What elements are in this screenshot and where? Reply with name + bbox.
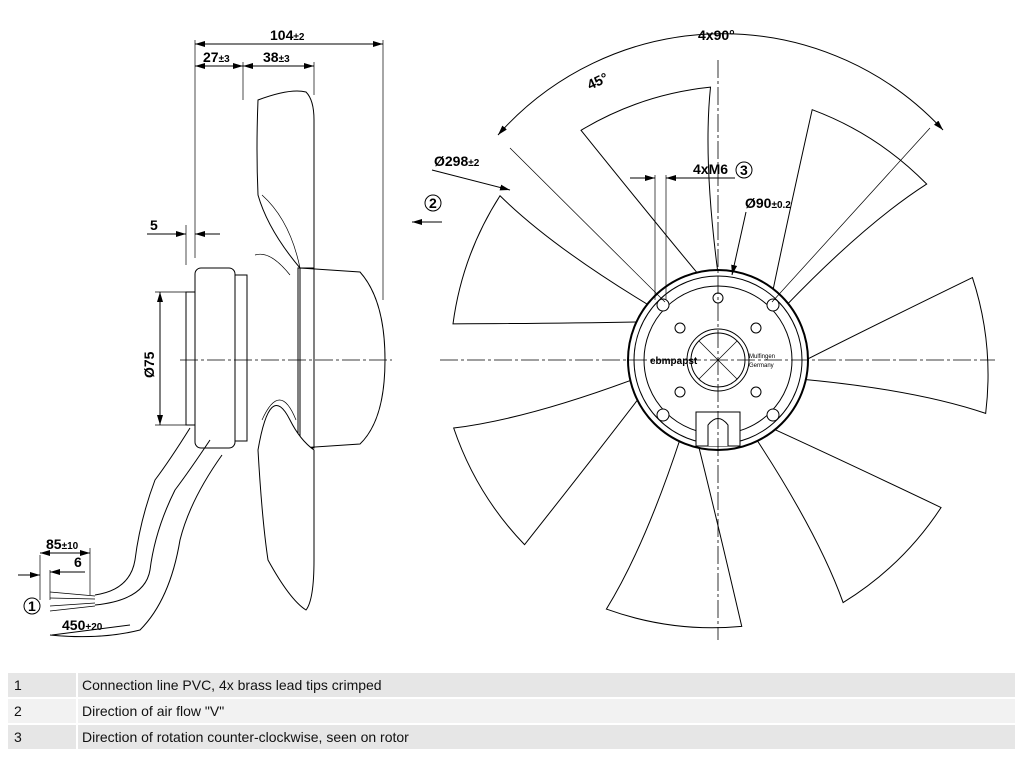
hub-hole [674,386,686,398]
hub-hole [750,322,762,334]
dim-27: 27±3 [203,49,230,65]
dim-4xM6: 4xM6 [693,161,728,177]
impeller-blades [452,86,989,629]
m6-thread-hole [656,408,670,422]
front-view: ebmpapst Mulfingen Germany 4x90° 45° Ø29… [412,27,995,640]
hub-hole [750,386,762,398]
blade [770,109,928,307]
blade [754,424,942,604]
side-view: 104±2 27±3 38±3 5 Ø75 [18,27,392,638]
dim-104: 104±2 [270,27,305,43]
technical-drawing: 104±2 27±3 38±3 5 Ø75 [18,27,995,640]
cable [94,427,191,596]
marker-3 [735,161,753,179]
dim-dia75: Ø75 [141,351,157,378]
marker-2 [424,194,442,212]
m6-thread-hole [656,298,670,312]
dim-85: 85±10 [46,536,79,552]
blade [797,276,989,415]
svg-text:2: 2 [429,195,437,211]
side-blade-bottom [257,405,315,611]
dim-38: 38±3 [263,49,290,65]
side-blade-top [256,90,315,269]
dim-6: 6 [74,554,82,570]
blade [580,86,719,282]
dim-4x90: 4x90° [698,27,735,43]
dim-450: 450+20 [62,617,103,633]
hub-text-mulfingen: Mulfingen [749,354,775,360]
blade [605,436,743,629]
marker-1 [23,597,41,615]
svg-text:1: 1 [28,598,36,614]
blade [452,378,645,546]
dim-dia298: Ø298±2 [434,153,480,169]
m6-thread-hole [766,298,780,312]
m6-thread-hole [766,408,780,422]
dim-5: 5 [150,217,158,233]
hub-logo: ebmpapst [650,356,698,367]
svg-text:3: 3 [740,162,748,178]
dim-45: 45° [585,69,611,92]
hub-hole [674,322,686,334]
hub-text-germany: Germany [749,363,774,369]
dim-dia90: Ø90±0.2 [745,195,791,211]
blade [452,194,652,325]
